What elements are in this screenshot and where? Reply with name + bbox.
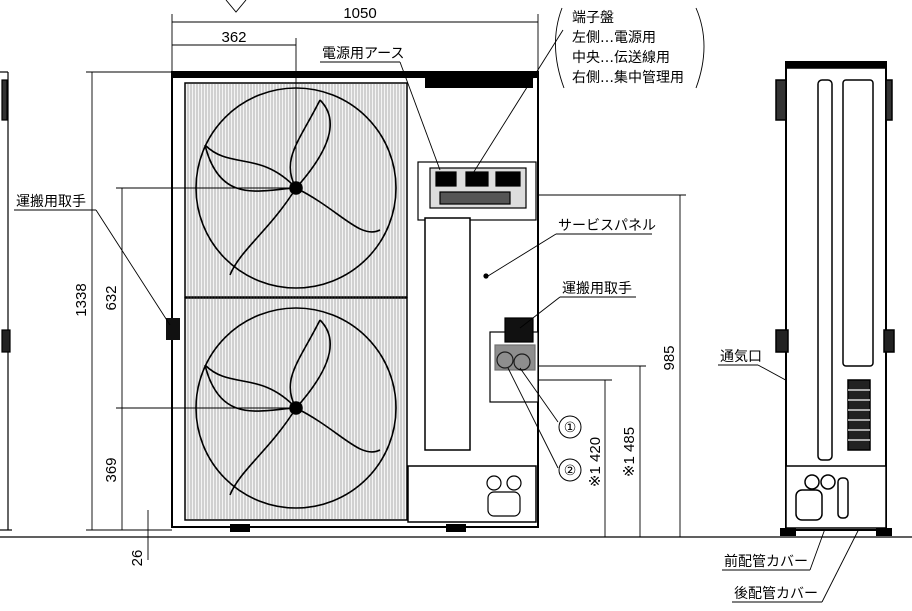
label-terminal-right: 右側…集中管理用 — [572, 69, 684, 86]
right-panel — [407, 161, 539, 523]
label-power-earth: 電源用アース — [322, 46, 404, 62]
label-handle-left: 運搬用取手 — [16, 194, 86, 210]
label-pipe-1: ① — [564, 420, 577, 436]
dim-width-total: 1050 — [343, 5, 376, 22]
right-side-view — [775, 61, 895, 536]
label-pipe-2: ② — [564, 463, 577, 479]
front-view — [166, 71, 539, 532]
dim-base: 26 — [129, 550, 146, 567]
warning-label — [425, 78, 533, 88]
dim-lower-fan: 369 — [103, 457, 120, 482]
dim-height-total: 1338 — [73, 283, 90, 316]
left-side-view-partial — [0, 71, 12, 531]
dim-pipe1-height: ※1 420 — [587, 437, 604, 487]
label-vent: 通気口 — [720, 349, 762, 365]
dim-pipe2-height: ※1 485 — [621, 427, 638, 477]
label-handle-right: 運搬用取手 — [562, 281, 632, 297]
right-carry-handle — [504, 317, 534, 343]
dim-fan-center: 362 — [221, 29, 246, 46]
label-terminal-left: 左側…電源用 — [572, 30, 656, 46]
dimension-lines — [86, 0, 686, 560]
dim-service-height: 985 — [661, 345, 678, 370]
label-front-pipe-cover: 前配管カバー — [724, 553, 808, 570]
label-rear-pipe-cover: 後配管カバー — [734, 586, 818, 602]
label-terminal-box: 端子盤 — [572, 10, 614, 26]
lower-fan — [195, 307, 397, 509]
label-terminal-center: 中央…伝送線用 — [572, 50, 670, 66]
label-service-panel: サービスパネル — [558, 218, 656, 234]
dim-fan-spacing: 632 — [103, 285, 120, 310]
vent-louver — [847, 379, 871, 451]
